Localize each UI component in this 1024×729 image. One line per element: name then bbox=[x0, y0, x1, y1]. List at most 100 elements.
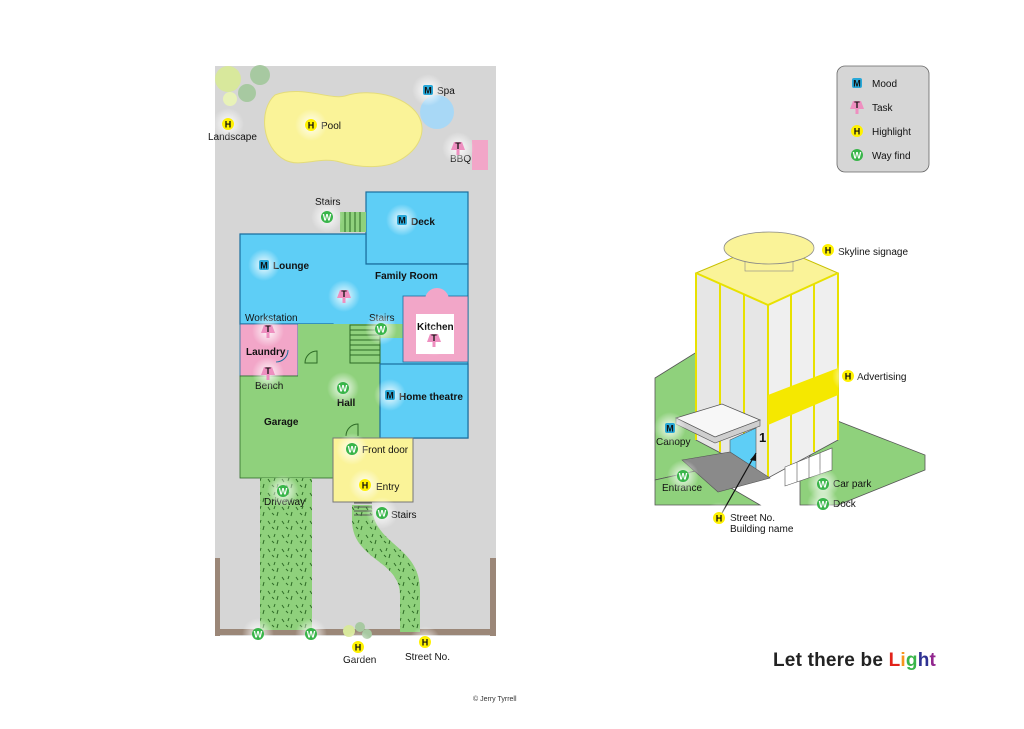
brand-letter: h bbox=[917, 650, 930, 671]
bbq-marker: T bbox=[442, 132, 474, 164]
deck-stairs bbox=[340, 212, 366, 232]
lounge-marker: M bbox=[248, 249, 280, 281]
pointer-arrowhead bbox=[750, 453, 756, 461]
marker-letter: H bbox=[308, 121, 315, 131]
advertising-marker: H bbox=[832, 360, 864, 392]
garage-label: Garage bbox=[264, 417, 299, 428]
skyline-signage-label: Skyline signage bbox=[838, 247, 908, 258]
workstation-marker: T bbox=[252, 315, 284, 347]
highlight-circle-icon bbox=[305, 119, 317, 131]
driveway-light-left-marker: W bbox=[242, 618, 274, 650]
marker-letter: H bbox=[716, 514, 723, 524]
marker-letter: W bbox=[378, 509, 387, 519]
kitchen-marker: T bbox=[418, 324, 450, 356]
highlight-circle-icon bbox=[822, 244, 834, 256]
stairs-path-label: Stairs bbox=[391, 510, 417, 521]
car-park-label: Car park bbox=[833, 479, 872, 490]
marker-letter: W bbox=[307, 630, 316, 640]
legend-marker: H bbox=[851, 125, 863, 137]
entrance-step bbox=[681, 451, 771, 493]
garden-marker: H bbox=[342, 631, 374, 663]
marker-letter: W bbox=[679, 472, 688, 482]
home-theatre-marker: M bbox=[374, 379, 406, 411]
deck-label: Deck bbox=[411, 217, 435, 228]
wayfind-circle-icon bbox=[677, 470, 689, 482]
marker-letter: H bbox=[422, 638, 429, 648]
task-lamp-icon bbox=[261, 325, 275, 338]
marker-letter: H bbox=[845, 372, 852, 382]
tree bbox=[238, 84, 256, 102]
legend-label: Way find bbox=[872, 151, 911, 162]
marker-letter: H bbox=[362, 481, 369, 491]
marker-letter: T bbox=[265, 324, 271, 334]
legend-marker: M bbox=[852, 78, 862, 89]
wayfind-circle-icon bbox=[277, 485, 289, 497]
street-no-marker: H bbox=[409, 626, 441, 658]
marker-letter: M bbox=[386, 391, 394, 401]
deck-marker: M bbox=[386, 204, 418, 236]
pool-marker: H bbox=[295, 109, 327, 141]
entry-marker: H bbox=[349, 469, 381, 501]
driveway-marker: W bbox=[267, 475, 299, 507]
marker-letter: T bbox=[265, 366, 271, 376]
bbq-shape bbox=[472, 140, 488, 170]
wayfind-circle-icon bbox=[305, 628, 317, 640]
brand-letter: i bbox=[900, 650, 906, 671]
dock-marker: W bbox=[807, 488, 839, 520]
door-swing bbox=[304, 350, 318, 364]
wayfind-circle-icon bbox=[346, 443, 358, 455]
highlight-circle-icon bbox=[842, 370, 854, 382]
wayfind-circle-icon bbox=[376, 507, 388, 519]
skyline-signage-marker: H bbox=[812, 234, 844, 266]
task-lamp-icon bbox=[337, 290, 351, 303]
copyright-credit: © Jerry Tyrrell bbox=[473, 696, 517, 703]
marker-letter: H bbox=[225, 120, 232, 130]
mood-square-icon bbox=[385, 390, 395, 400]
marker-letter: T bbox=[854, 100, 860, 110]
canopy-marker: M bbox=[654, 412, 686, 444]
marker-letter: H bbox=[825, 246, 832, 256]
skyline-sign-disc bbox=[723, 231, 815, 265]
highlight-circle-icon bbox=[713, 512, 725, 524]
stairs-deck-marker: W bbox=[311, 201, 343, 233]
front-door-label: Front door bbox=[362, 445, 409, 456]
marker-letter: H bbox=[854, 127, 861, 137]
wayfind-circle-icon bbox=[321, 211, 333, 223]
boundary-wall-right bbox=[490, 558, 496, 636]
marker-letter: M bbox=[666, 424, 674, 434]
brand-light-word: Light bbox=[889, 650, 936, 671]
entrance-marker: W bbox=[667, 460, 699, 492]
task-lamp-icon bbox=[451, 142, 465, 155]
deck-room bbox=[365, 191, 469, 265]
wayfind-circle-icon bbox=[817, 498, 829, 510]
highlight-circle-icon bbox=[419, 636, 431, 648]
spa-label: Spa bbox=[437, 86, 455, 97]
home-theatre-label: Home theatre bbox=[399, 392, 463, 403]
pool-label: Pool bbox=[321, 121, 341, 132]
family-room-label: Family Room bbox=[375, 271, 438, 282]
marker-letter: W bbox=[819, 500, 828, 510]
wayfind-circle-icon bbox=[337, 382, 349, 394]
spa-marker: M bbox=[412, 74, 444, 106]
tree bbox=[250, 65, 270, 85]
lounge-label: Lounge bbox=[273, 261, 310, 272]
wayfind-circle-icon bbox=[375, 323, 387, 335]
dock-label: Dock bbox=[833, 499, 857, 510]
marker-letter: W bbox=[323, 213, 332, 223]
building-name-label: Building name bbox=[730, 524, 794, 535]
wayfind-circle-icon bbox=[851, 149, 863, 161]
marker-letter: W bbox=[819, 480, 828, 490]
highlight-circle-icon bbox=[352, 641, 364, 653]
task-lamp-icon bbox=[261, 367, 275, 380]
marker-letter: M bbox=[853, 79, 861, 89]
marker-letter: W bbox=[348, 445, 357, 455]
street-no-building-label: Street No. bbox=[730, 513, 775, 524]
legend-label: Highlight bbox=[872, 127, 911, 138]
pointer-arrow bbox=[721, 452, 757, 514]
stairs-path-marker: W bbox=[366, 497, 398, 529]
laundry-label: Laundry bbox=[246, 347, 286, 358]
boundary-wall-left bbox=[215, 558, 220, 636]
kitchen-round-table bbox=[425, 288, 449, 312]
